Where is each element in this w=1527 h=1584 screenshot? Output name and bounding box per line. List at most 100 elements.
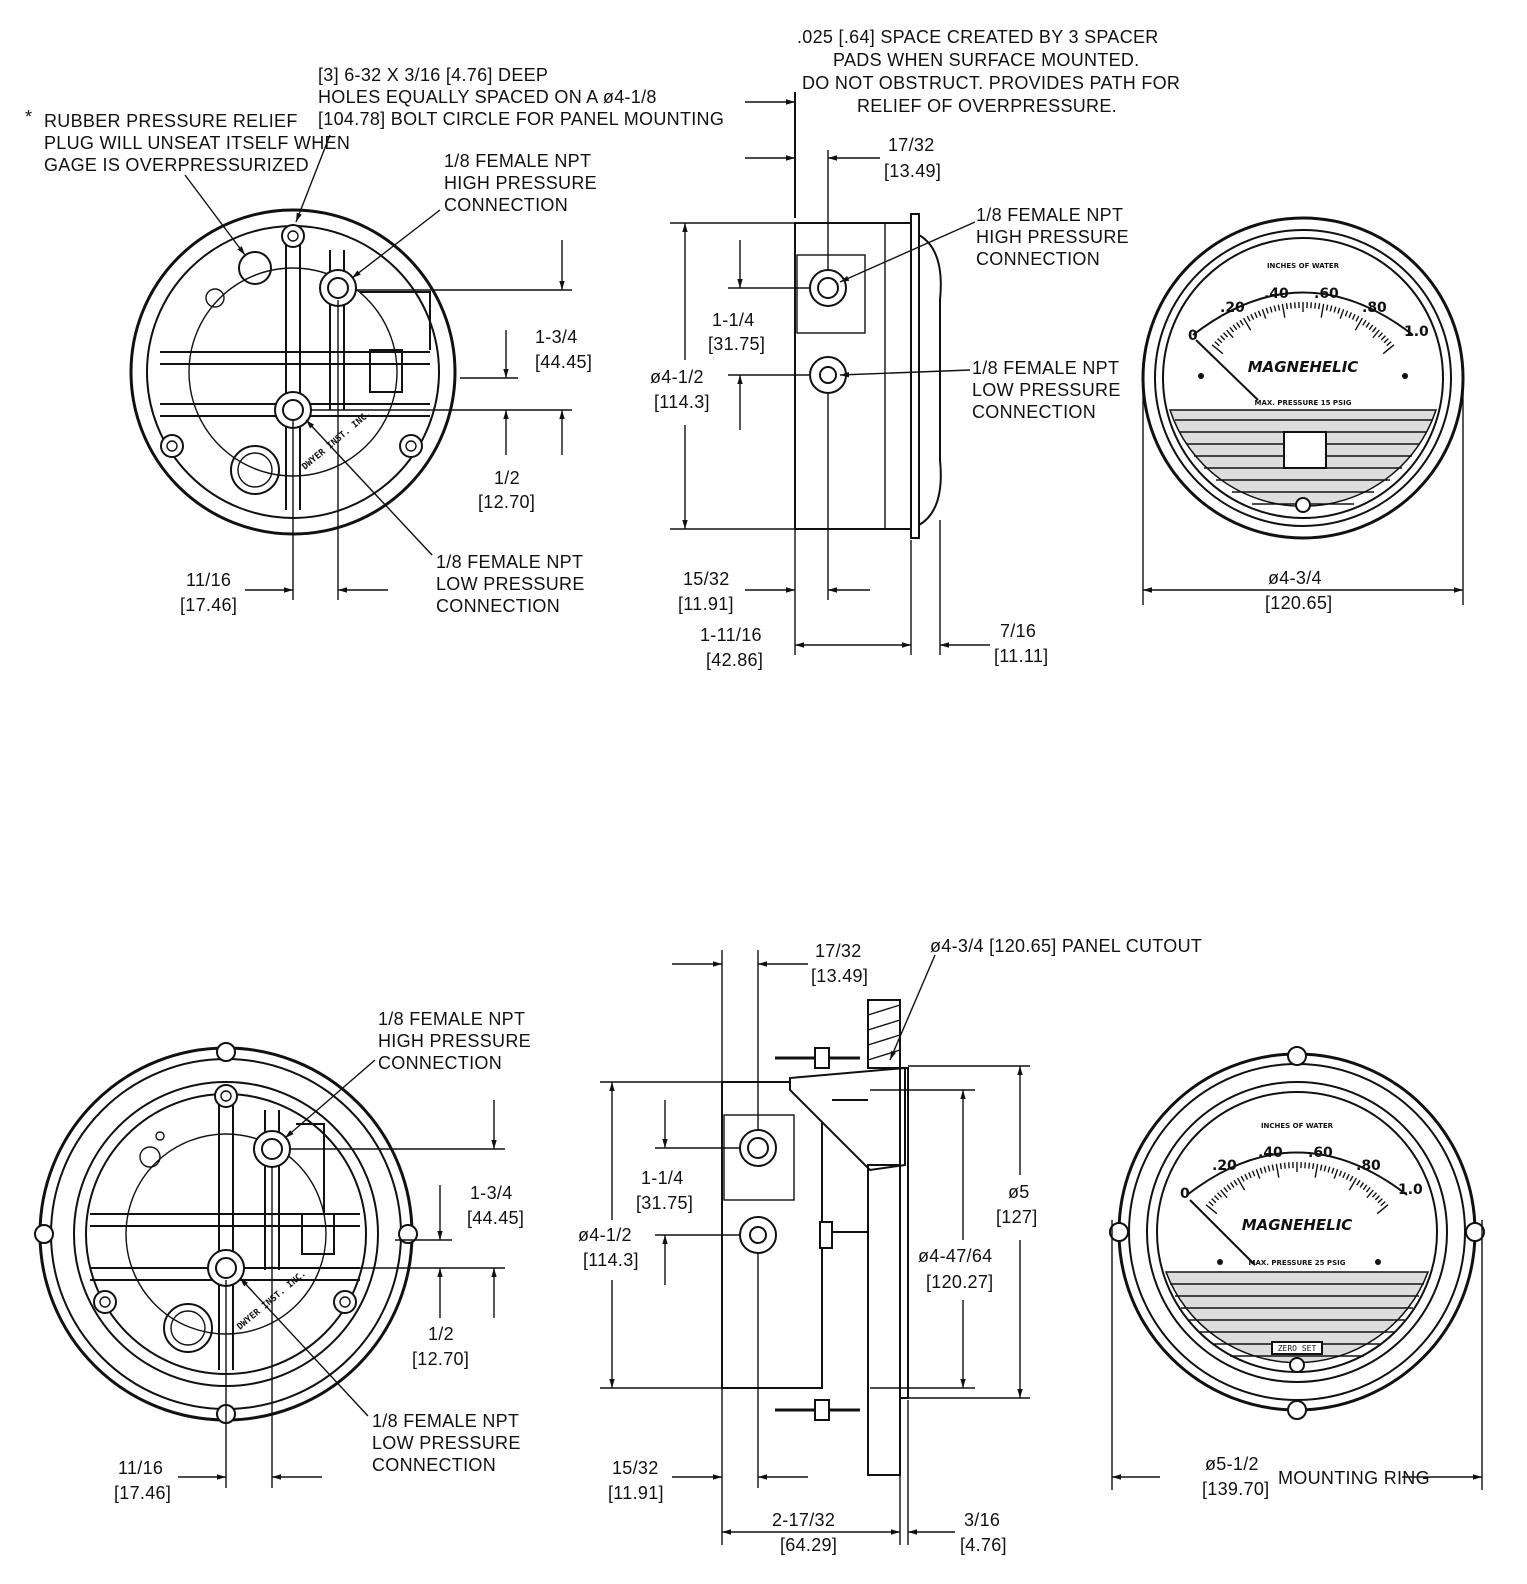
b-dim-dia-4-1-2-mm: [114.3] xyxy=(583,1250,639,1270)
dim-17-32-mm: [13.49] xyxy=(884,161,941,181)
top-front-view: INCHES OF WATER 0 .20 .40 .60 .80 1.0 MA… xyxy=(1141,216,1465,613)
mounting-ring-label: MOUNTING RING xyxy=(1278,1468,1430,1488)
asterisk: * xyxy=(25,107,32,127)
scale-tick xyxy=(1279,1163,1282,1170)
b-scale-80: .80 xyxy=(1356,1158,1381,1174)
dim-1-11-16: 1-11/16 xyxy=(700,625,762,645)
b-scale-0: 0 xyxy=(1180,1186,1190,1202)
scale-tick xyxy=(1244,1173,1249,1180)
scale-tick xyxy=(1371,326,1377,333)
scale-tick xyxy=(1323,1165,1327,1172)
scale-tick xyxy=(1220,1189,1228,1199)
scale-tick xyxy=(1355,315,1360,322)
scale-tick xyxy=(1263,1166,1267,1173)
scale-tick xyxy=(1281,303,1286,318)
dim-2-17-32: 2-17/32 xyxy=(772,1510,835,1530)
side-high-1: 1/8 FEMALE NPT xyxy=(976,205,1123,225)
b-scale-60: .60 xyxy=(1308,1145,1333,1161)
scale-tick xyxy=(1214,341,1220,347)
scale-tick xyxy=(1329,305,1333,312)
b-dim-17-32-mm: [13.49] xyxy=(811,966,868,986)
dim-1-2-mm: [12.70] xyxy=(478,492,535,512)
scale-tick xyxy=(1333,1168,1339,1179)
b-dim-1-2: 1/2 xyxy=(428,1324,454,1344)
brand-logo: MAGNEHELIC xyxy=(1248,358,1359,376)
scale-tick xyxy=(1229,326,1235,333)
b-scale-20: .20 xyxy=(1212,1158,1237,1174)
scale-tick xyxy=(1359,1182,1365,1188)
b-max-pressure: MAX. PRESSURE 25 PSIG xyxy=(1249,1259,1346,1267)
scale-tick xyxy=(1338,1170,1343,1177)
dim-15-32-mm: [11.91] xyxy=(678,594,734,614)
scale-tick xyxy=(1232,324,1238,331)
scale-tick xyxy=(1217,338,1223,344)
scale-tick xyxy=(1377,1198,1383,1204)
dim-dia-5-mm: [127] xyxy=(996,1207,1038,1227)
rear-stamp: DWYER INST. INC. xyxy=(301,409,374,472)
scale-tick xyxy=(1318,303,1321,310)
low-conn-1: 1/8 FEMALE NPT xyxy=(436,552,583,572)
side-bezel xyxy=(910,213,920,539)
relief-note-3: GAGE IS OVERPRESSURIZED xyxy=(44,155,309,175)
rear-ribs xyxy=(160,240,431,510)
max-pressure: MAX. PRESSURE 15 PSIG xyxy=(1255,399,1352,407)
scale-tick xyxy=(1257,310,1262,317)
b-brand-logo: MAGNEHELIC xyxy=(1242,1216,1353,1234)
b-scale-ticks xyxy=(1205,1162,1389,1215)
scale-tick xyxy=(1226,1184,1232,1191)
bottom-side-view xyxy=(600,950,1030,1545)
dim-dia-4-1-2-mm: [114.3] xyxy=(654,392,710,412)
scale-tick xyxy=(1236,1177,1246,1191)
dim-1-3-4: 1-3/4 xyxy=(535,327,578,347)
b-dim-15-32-mm: [11.91] xyxy=(608,1483,664,1503)
scale-tick xyxy=(1345,1173,1350,1180)
scale-tick xyxy=(1265,307,1269,314)
bottom-rear-view: DWYER INST. INC. xyxy=(34,1042,505,1488)
scale-tick xyxy=(1269,306,1273,313)
scale-tick xyxy=(1366,1189,1374,1199)
ring-tab-right xyxy=(398,1224,418,1244)
dim-dia-5-1-2-mm: [139.70] xyxy=(1202,1479,1269,1499)
scale-80: .80 xyxy=(1362,300,1387,316)
b-dim-17-32: 17/32 xyxy=(815,941,862,961)
scale-tick xyxy=(1383,338,1389,344)
scale-tick xyxy=(1205,1204,1218,1215)
scale-tick xyxy=(1314,302,1317,309)
top-side-view xyxy=(670,92,990,655)
scale-tick xyxy=(1314,1163,1319,1178)
holes-note-1: [3] 6-32 X 3/16 [4.76] DEEP xyxy=(318,65,548,85)
b-dim-1-1-4: 1-1/4 xyxy=(641,1168,684,1188)
zero-set-label: ZERO SET xyxy=(1278,1344,1317,1353)
b-dim-11-16: 11/16 xyxy=(118,1458,163,1478)
side-high-2: HIGH PRESSURE xyxy=(976,227,1129,247)
b-dial-pointer xyxy=(1189,1199,1256,1266)
bottom-side-notes: ø4-3/4 [120.65] PANEL CUTOUT 17/32 [13.4… xyxy=(578,936,1202,1555)
caution-label xyxy=(1283,431,1327,469)
b-dim-1-2-mm: [12.70] xyxy=(412,1349,469,1369)
scale-tick xyxy=(1333,306,1337,313)
panel-section-bottom xyxy=(867,1164,901,1476)
scale-tick xyxy=(1259,1167,1263,1174)
bottom-rear-notes: 1/8 FEMALE NPT HIGH PRESSURE CONNECTION … xyxy=(114,1009,531,1503)
mount-hole-left xyxy=(160,434,184,458)
mini-dial-2 xyxy=(163,1303,213,1353)
scale-tick xyxy=(1348,312,1352,319)
scale-tick xyxy=(1342,1172,1346,1179)
scale-tick xyxy=(1250,313,1255,320)
b-high-conn-3: CONNECTION xyxy=(378,1053,502,1073)
scale-tick xyxy=(1351,313,1356,320)
scale-tick xyxy=(1242,317,1252,331)
panel-cutout-note: ø4-3/4 [120.65] PANEL CUTOUT xyxy=(930,936,1202,956)
scale-tick xyxy=(1380,335,1386,341)
dim-7-16: 7/16 xyxy=(1000,621,1036,641)
scale-tick xyxy=(1255,1168,1261,1179)
scale-tick xyxy=(1240,1175,1245,1182)
side-low-1: 1/8 FEMALE NPT xyxy=(972,358,1119,378)
scale-tick xyxy=(1362,1184,1368,1191)
scale-tick xyxy=(1365,322,1371,328)
scale-arc xyxy=(1192,291,1414,336)
side-low-2: LOW PRESSURE xyxy=(972,380,1121,400)
scale-tick xyxy=(1261,308,1267,319)
b-dim-dia-4-1-2: ø4-1/2 xyxy=(578,1225,632,1245)
